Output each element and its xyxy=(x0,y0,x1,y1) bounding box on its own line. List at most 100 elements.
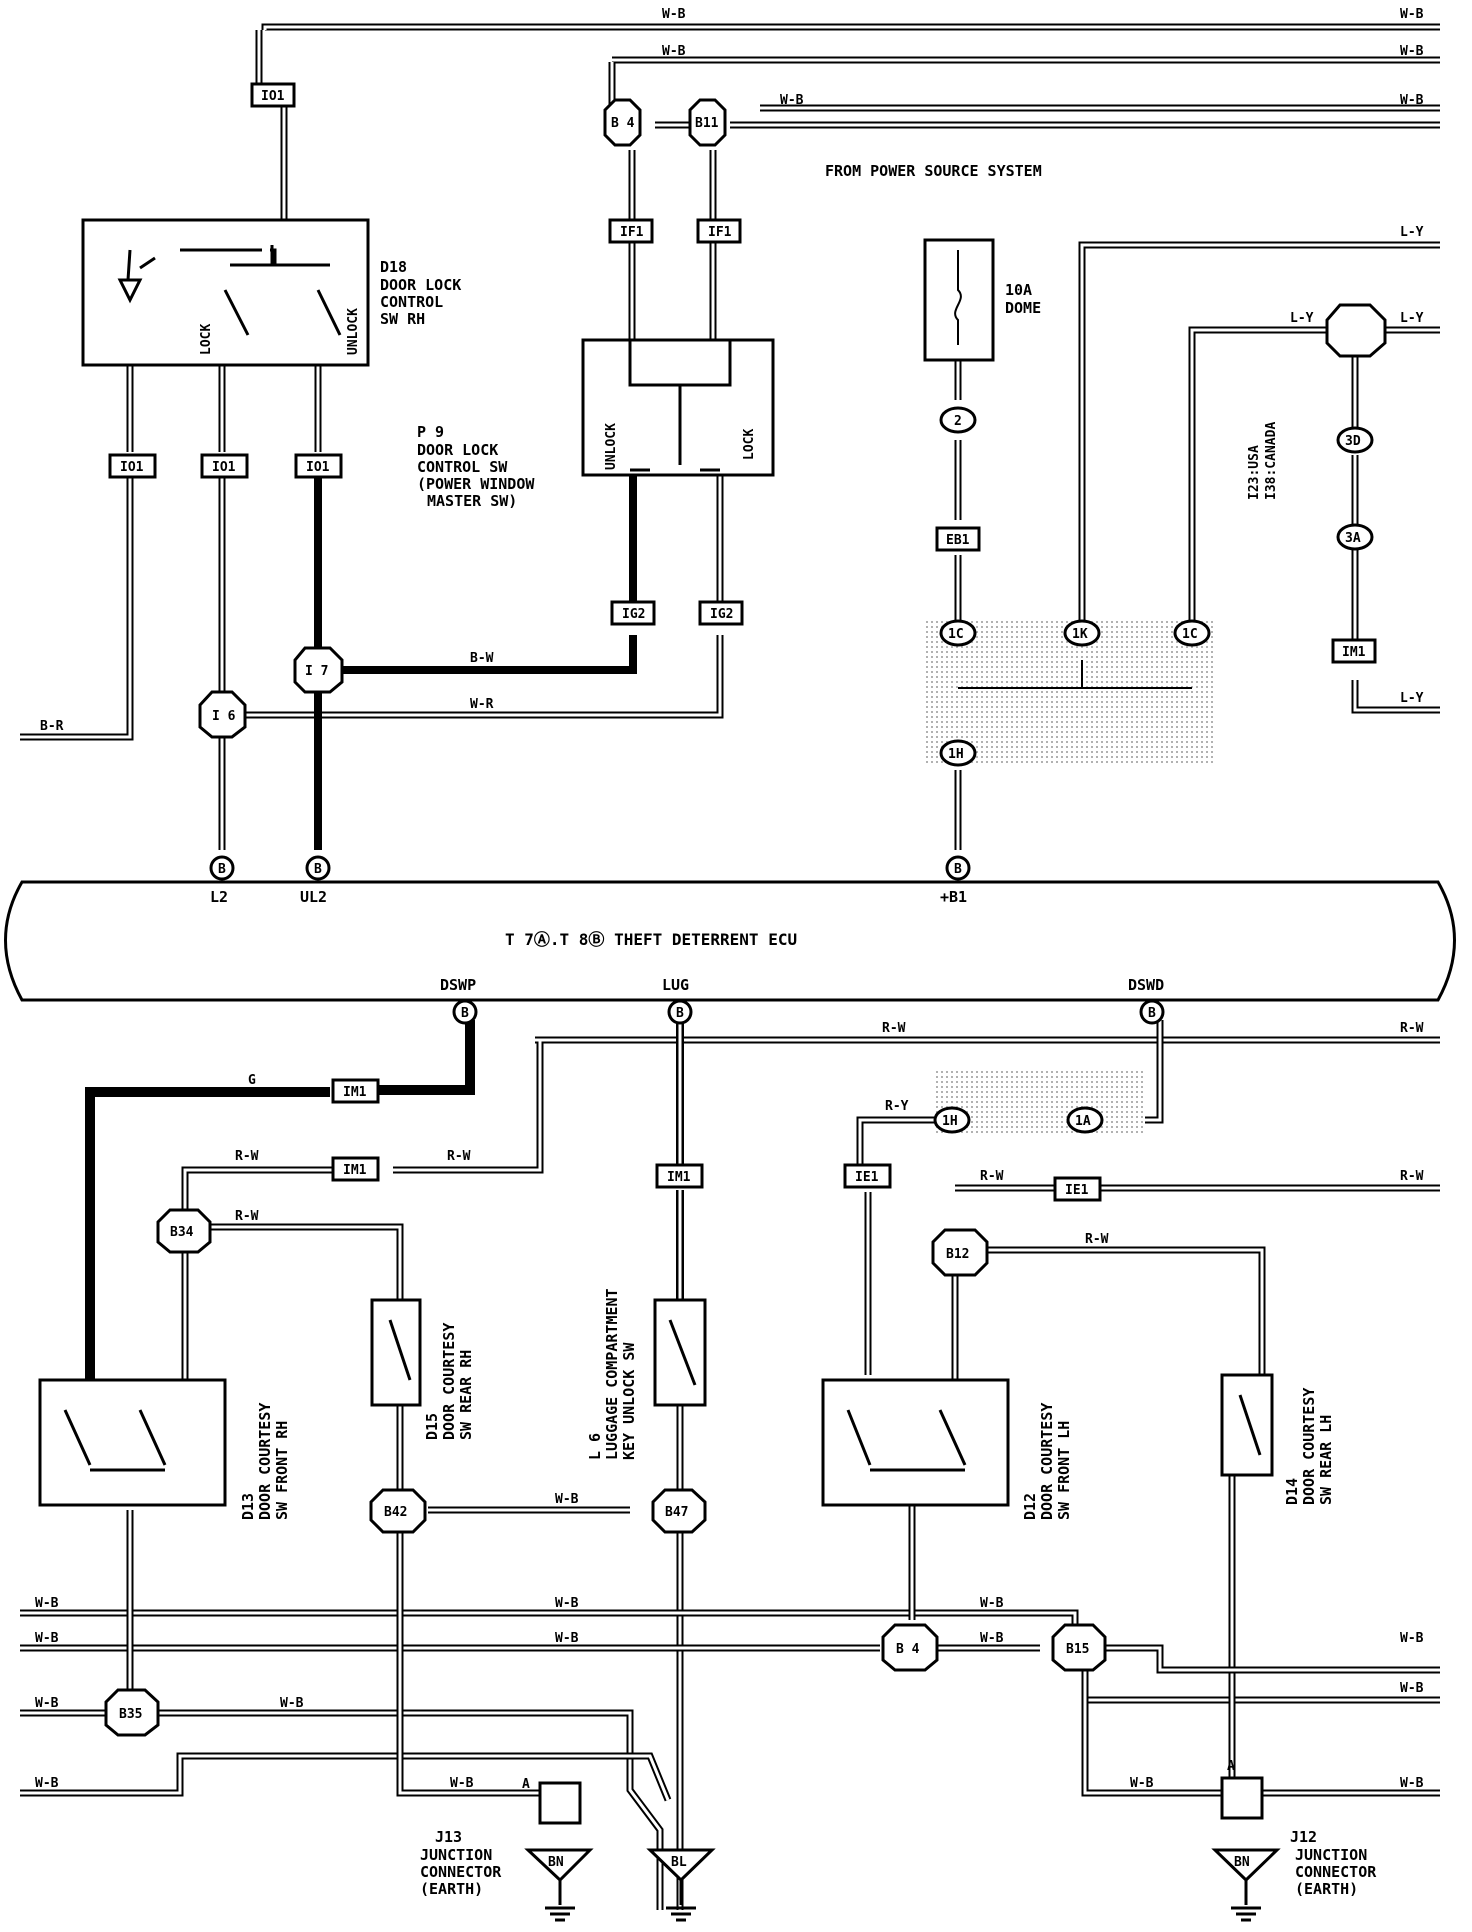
wire-rw-4: R-W xyxy=(882,1021,906,1036)
j13-connector xyxy=(524,1781,594,1922)
p9-line4: MASTER SW) xyxy=(427,492,517,510)
conn-b-ul2: B xyxy=(314,862,322,877)
earth-bn-j12: BN xyxy=(1234,1855,1250,1870)
conn-1k: 1K xyxy=(1072,627,1088,642)
d14-switch xyxy=(1220,1373,1274,1477)
j13-code: J13 xyxy=(435,1828,462,1846)
bl-earth xyxy=(646,1848,716,1922)
d18-switch xyxy=(81,218,370,367)
d18-line2: CONTROL xyxy=(380,293,443,311)
wire-wb-r2: W-B xyxy=(980,1631,1004,1646)
usa-label: I23:USA xyxy=(1247,445,1262,500)
conn-b-lug: B xyxy=(676,1006,684,1021)
d15-code: D15 xyxy=(423,1413,441,1440)
ecu-pin-b1: +B1 xyxy=(940,888,967,906)
p9-line2: CONTROL SW xyxy=(417,458,508,476)
ecu-pin-l2: L2 xyxy=(210,888,228,906)
d12-code: D12 xyxy=(1021,1493,1039,1520)
j13-line2: CONNECTOR xyxy=(420,1863,502,1881)
l6-title: LUGGAGE COMPARTMENT xyxy=(603,1288,621,1460)
d15-title: DOOR COURTESY xyxy=(440,1323,458,1440)
d15-line2: SW REAR RH xyxy=(457,1350,475,1440)
ecu-pin-lug: LUG xyxy=(662,976,689,994)
round-connectors xyxy=(209,406,1374,1134)
wire-ly-top: L-Y xyxy=(1400,225,1424,240)
conn-b47: B47 xyxy=(665,1505,688,1520)
conn-1c-b: 1C xyxy=(1182,627,1198,642)
d12-line2: SW FRONT LH xyxy=(1055,1421,1073,1520)
wire-wb-r6: W-B xyxy=(1400,1776,1424,1791)
wire-wb-top5: W-B xyxy=(780,93,804,108)
d13-title: DOOR COURTESY xyxy=(256,1403,274,1520)
d12-title: DOOR COURTESY xyxy=(1038,1403,1056,1520)
wire-rw-7: R-W xyxy=(1400,1169,1424,1184)
wire-rw-2: R-W xyxy=(447,1149,471,1164)
canada-label: I38:CANADA xyxy=(1264,422,1279,500)
junction-block-shade xyxy=(925,620,1215,765)
conn-b11: B11 xyxy=(695,116,719,131)
wire-wb-l2: W-B xyxy=(555,1596,579,1611)
conn-b-l2: B xyxy=(218,862,226,877)
wire-wb-r1: W-B xyxy=(980,1596,1004,1611)
conn-im1-top: IM1 xyxy=(1342,645,1366,660)
d15-switch xyxy=(370,1298,422,1407)
conn-io1-top: IO1 xyxy=(261,89,285,104)
d18-unlock: UNLOCK xyxy=(346,308,361,355)
conn-b42: B42 xyxy=(384,1505,407,1520)
wire-ly-right: L-Y xyxy=(1400,311,1424,326)
p9-switch xyxy=(581,338,775,477)
conn-ig2-b: IG2 xyxy=(710,607,733,622)
conn-ie1-b: IE1 xyxy=(1065,1183,1089,1198)
conn-io1-wr: IO1 xyxy=(212,460,236,475)
wire-rw-3: R-W xyxy=(235,1209,259,1224)
fuse-name: DOME xyxy=(1005,299,1041,317)
l6-code: L 6 xyxy=(586,1433,604,1460)
wire-wb-r5: W-B xyxy=(1130,1776,1154,1791)
d14-code: D14 xyxy=(1283,1478,1301,1505)
wire-ly-mid: L-Y xyxy=(1290,311,1314,326)
earth-bl: BL xyxy=(671,1855,687,1870)
wire-rw-5: R-W xyxy=(1400,1021,1424,1036)
wire-wb-top4: W-B xyxy=(1400,44,1424,59)
wire-wb-l5: W-B xyxy=(35,1696,59,1711)
j12-code: J12 xyxy=(1290,1828,1317,1846)
wire-rw-1: R-W xyxy=(235,1149,259,1164)
conn-b12: B12 xyxy=(946,1247,969,1262)
d18-code: D18 xyxy=(380,258,407,276)
d18-title: DOOR LOCK xyxy=(380,276,461,294)
fuse-dome xyxy=(923,238,995,362)
conn-i7: I 7 xyxy=(305,664,328,679)
octagon-connectors xyxy=(104,98,1387,1737)
d13-switch xyxy=(38,1378,227,1507)
d14-title: DOOR COURTESY xyxy=(1300,1388,1318,1505)
conn-if1-a: IF1 xyxy=(620,225,644,240)
wire-wr-i6: W-R xyxy=(470,697,494,712)
wire-wb-top1: W-B xyxy=(662,7,686,22)
ecu-pin-ul2: UL2 xyxy=(300,888,327,906)
conn-im1-g: IM1 xyxy=(343,1085,367,1100)
conn-b35: B35 xyxy=(119,1707,142,1722)
conn-io1-br: IO1 xyxy=(120,460,144,475)
j12-line3: (EARTH) xyxy=(1295,1880,1358,1898)
p9-lock: LOCK xyxy=(742,429,757,460)
conn-ig2-a: IG2 xyxy=(622,607,645,622)
j12-line2: CONNECTOR xyxy=(1295,1863,1377,1881)
wire-wb-l7: W-B xyxy=(35,1776,59,1791)
d12-switch xyxy=(821,1378,1010,1507)
wire-wb-l6: W-B xyxy=(280,1696,304,1711)
j12-title: JUNCTION xyxy=(1295,1846,1367,1864)
conn-3a: 3A xyxy=(1345,531,1361,546)
wire-wb-l3: W-B xyxy=(35,1631,59,1646)
p9-line3: (POWER WINDOW xyxy=(417,475,535,493)
d13-line2: SW FRONT RH xyxy=(273,1421,291,1520)
wire-bw-i7: B-W xyxy=(470,651,494,666)
conn-2: 2 xyxy=(954,414,962,429)
p9-title: DOOR LOCK xyxy=(417,441,498,459)
wire-wb-top6: W-B xyxy=(1400,93,1424,108)
wire-wb-l4: W-B xyxy=(555,1631,579,1646)
p9-unlock: UNLOCK xyxy=(604,423,619,470)
conn-b-dswd: B xyxy=(1148,1006,1156,1021)
conn-b15: B15 xyxy=(1066,1642,1089,1657)
conn-im1-lug: IM1 xyxy=(667,1170,691,1185)
conn-ie1-a: IE1 xyxy=(855,1170,879,1185)
